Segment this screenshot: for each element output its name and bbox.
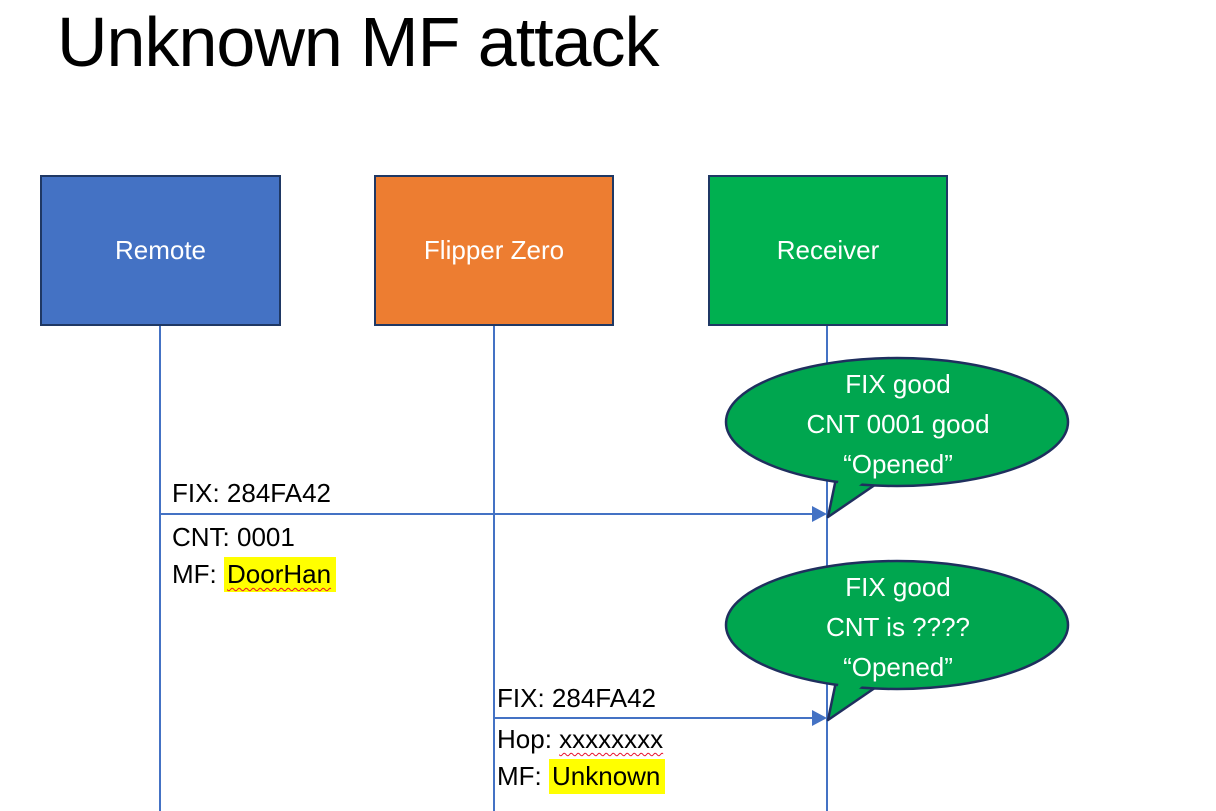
callout-2-text: FIX good CNT is ???? “Opened”	[725, 566, 1071, 688]
speech-bubble-tail-join	[832, 661, 880, 710]
message1-mf-label: MF: DoorHan	[172, 557, 337, 592]
actor-label-receiver: Receiver	[776, 235, 880, 265]
lifeline-flipper-zero	[493, 326, 495, 811]
speech-bubble-ellipse	[724, 356, 1070, 488]
message1-fix-label: FIX: 284FA42	[172, 478, 331, 508]
speech-bubble-2	[724, 559, 1070, 722]
callout-line: “Opened”	[843, 449, 953, 479]
actor-box-remote: Remote	[40, 175, 281, 326]
message2-mf-prefix: MF:	[497, 761, 549, 791]
message1-cnt-label: CNT: 0001	[172, 522, 295, 552]
callout-1-text: FIX good CNT 0001 good “Opened”	[725, 363, 1071, 485]
message1-mf-value-highlighted: DoorHan	[224, 557, 337, 592]
message2-hop-label: Hop: xxxxxxxx	[497, 722, 663, 756]
callout-line: CNT 0001 good	[806, 409, 990, 439]
callout-line: CNT is ????	[825, 612, 971, 642]
message2-hop-value: xxxxxxxx	[559, 724, 664, 754]
actor-label-remote: Remote	[114, 235, 207, 265]
message2-mf-label: MF: Unknown	[497, 759, 666, 794]
message2-fix-label: FIX: 284FA42	[497, 683, 656, 713]
arrowhead-icon	[812, 506, 827, 522]
callout-line: “Opened”	[843, 652, 953, 682]
callout-line: FIX good	[845, 369, 951, 399]
callout-line: FIX good	[845, 572, 951, 602]
message2-hop-prefix: Hop:	[497, 724, 560, 754]
message1-mf-prefix: MF:	[172, 559, 224, 589]
lifeline-remote	[159, 326, 161, 811]
actor-box-receiver: Receiver	[708, 175, 948, 326]
message2-mf-value-highlighted: Unknown	[549, 759, 666, 794]
message-arrow-flipper-to-receiver	[494, 717, 814, 719]
speech-bubble-ellipse	[724, 559, 1070, 691]
page-title: Unknown MF attack	[57, 3, 660, 81]
speech-bubble-1	[724, 356, 1070, 519]
actor-box-flipper-zero: Flipper Zero	[374, 175, 614, 326]
speech-bubble-tail-join	[832, 458, 880, 507]
message-arrow-remote-to-receiver	[160, 513, 814, 515]
arrowhead-icon	[812, 710, 827, 726]
actor-label-flipper-zero: Flipper Zero	[423, 235, 565, 265]
